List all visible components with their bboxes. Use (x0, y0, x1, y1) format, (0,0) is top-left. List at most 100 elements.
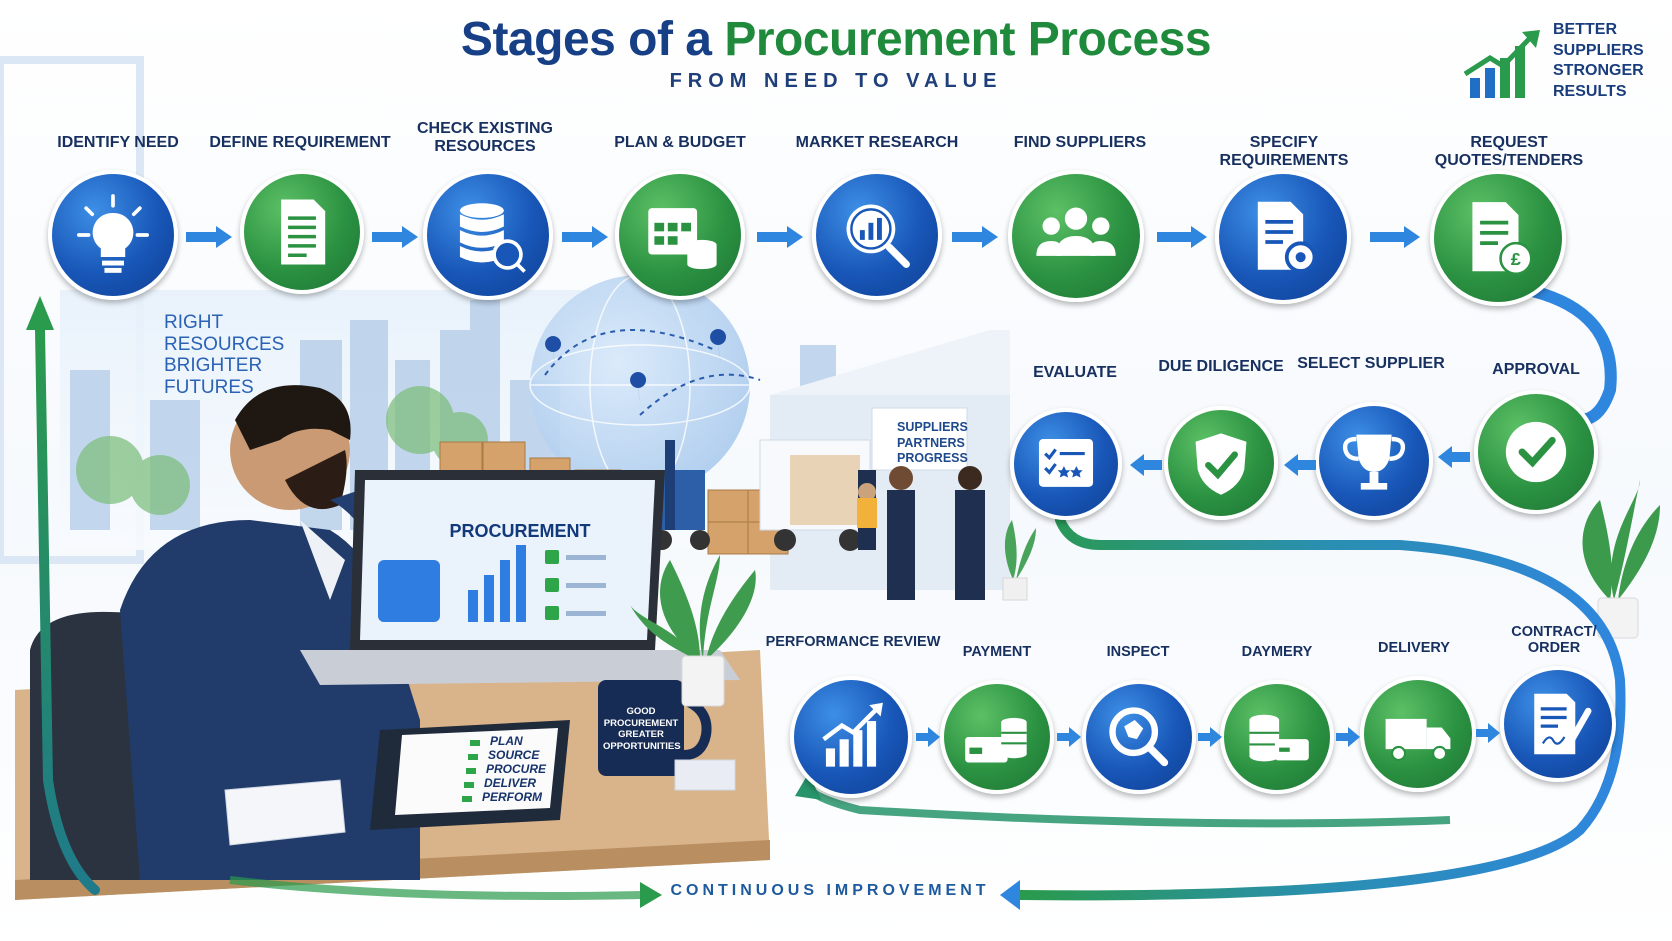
arrow-left-icon (1438, 446, 1470, 468)
stage-delivery[interactable] (1360, 676, 1476, 792)
svg-text:£: £ (1511, 249, 1521, 269)
stage-label: REQUEST QUOTES/TENDERS (1434, 134, 1584, 169)
arrow-right-icon (1057, 727, 1081, 747)
arrow-right-icon (1157, 226, 1207, 248)
check-icon (1505, 421, 1567, 483)
stage-approval[interactable] (1474, 390, 1598, 514)
mug-line: OPPORTUNITIES (603, 740, 681, 752)
slogan-line: RESOURCES (164, 333, 285, 355)
stage-contract-order[interactable] (1500, 666, 1616, 782)
checklist-item: PLAN (490, 734, 523, 748)
stage-due-diligence[interactable] (1164, 406, 1278, 520)
checklist-item: SOURCE (488, 748, 540, 762)
stage-select-supplier[interactable] (1315, 402, 1433, 520)
stage-label: CHECK EXISTING RESOURCES (416, 120, 553, 155)
stage-find-suppliers[interactable] (1008, 170, 1144, 302)
stage-payment[interactable] (940, 680, 1054, 794)
title-part1: Stages of a (460, 13, 712, 66)
continuous-improvement-label: CONTINUOUS IMPROVEMENT (670, 882, 990, 899)
sign-line: SUPPLIERS (897, 420, 968, 434)
stage-define-requirement[interactable] (240, 170, 364, 294)
mug-line: PROCUREMENT (603, 717, 679, 729)
contract-pen-icon (1534, 693, 1592, 755)
trophy-icon (1342, 434, 1406, 490)
bar-chart-up-icon (822, 702, 883, 767)
arrow-right-icon (372, 226, 418, 248)
truck-icon (1385, 718, 1451, 761)
title-part2: Procurement Process (724, 13, 1212, 66)
mug-line: GOOD (626, 706, 656, 717)
stage-daymery[interactable] (1220, 680, 1334, 794)
arrow-left-icon (1130, 454, 1162, 476)
rating-form-icon (1038, 439, 1094, 487)
document-icon (281, 199, 326, 265)
page-title: Stages of a Procurement Process (0, 12, 1672, 68)
corner-line: SUPPLIERS (1553, 41, 1644, 59)
stage-inspect[interactable] (1082, 680, 1196, 794)
stage-label: FIND SUPPLIERS (1013, 134, 1147, 151)
arrow-right-icon (952, 226, 998, 248)
stage-label: DUE DILIGENCE (1158, 358, 1284, 375)
stage-performance-review[interactable] (790, 676, 912, 798)
checklist-item: PROCURE (486, 762, 547, 776)
stage-plan-budget[interactable] (615, 170, 745, 300)
stage-label: PERFORMANCE REVIEW (765, 634, 941, 650)
magnifier-chart-icon (846, 204, 910, 268)
slogan-line: FUTURES (164, 376, 254, 398)
sign-line: PARTNERS (897, 435, 965, 450)
document-gear-icon (1257, 201, 1317, 273)
arrow-right-icon (1370, 226, 1420, 248)
database-icon (459, 203, 526, 273)
stage-label: SELECT SUPPLIER (1297, 355, 1445, 372)
card-coins-icon (965, 717, 1027, 763)
people-icon (1036, 207, 1116, 256)
checklist-item: DELIVER (484, 776, 537, 790)
stage-market-research[interactable] (812, 170, 942, 300)
arrow-left-icon (1284, 454, 1316, 476)
stage-evaluate[interactable] (1010, 408, 1122, 520)
document-pound-icon: £ (1472, 202, 1533, 276)
stage-label: APPROVAL (1492, 361, 1580, 378)
inspect-magnifier-icon (1109, 707, 1169, 767)
side-slogan: RIGHT RESOURCES BRIGHTER FUTURES (164, 312, 284, 398)
laptop-title: PROCUREMENT (449, 521, 591, 541)
arrow-right-icon (186, 226, 232, 248)
lightbulb-icon (77, 194, 149, 273)
stage-label: SPECIFY REQUIREMENTS (1219, 134, 1349, 169)
arrow-right-icon (1476, 723, 1500, 743)
calendar-coins-icon (648, 208, 717, 270)
warehouse-sign: SUPPLIERS PARTNERS PROGRESS (897, 420, 968, 467)
slogan-line: BRIGHTER (164, 355, 263, 376)
checklist: PLAN SOURCE PROCURE DELIVER PERFORM (482, 734, 546, 804)
stage-label: INSPECT (1106, 644, 1170, 660)
stage-check-resources[interactable] (423, 170, 553, 300)
corner-badge: BETTER SUPPLIERS STRONGER RESULTS (1553, 20, 1644, 102)
stage-label: DAYMERY (1241, 644, 1313, 660)
arrow-right-icon (916, 727, 940, 747)
mug-text: GOOD PROCUREMENT GREATER OPPORTUNITIES (603, 706, 681, 752)
corner-line: BETTER (1553, 21, 1617, 38)
shield-check-icon (1195, 433, 1247, 495)
growth-chart-icon (1463, 30, 1540, 98)
arrow-right-icon (757, 226, 803, 248)
stage-label: PAYMENT (962, 644, 1032, 660)
page-subtitle: FROM NEED TO VALUE (669, 70, 1003, 92)
stage-specify-requirements[interactable] (1215, 170, 1351, 304)
stage-label: PLAN & BUDGET (614, 134, 746, 151)
arrow-right-icon (1336, 727, 1360, 747)
stage-label: DEFINE REQUIREMENT (209, 134, 391, 151)
coins-card-icon (1249, 714, 1309, 762)
corner-line: STRONGER (1553, 62, 1644, 79)
stage-label: CONTRACT/ ORDER (1511, 624, 1597, 656)
sign-line: PROGRESS (897, 451, 968, 465)
stage-request-quotes[interactable]: £ (1430, 170, 1566, 306)
stage-label: MARKET RESEARCH (795, 134, 959, 151)
arrow-right-icon (1198, 727, 1222, 747)
corner-line: RESULTS (1553, 82, 1627, 100)
mug-line: GREATER (618, 729, 664, 740)
checklist-item: PERFORM (482, 790, 542, 804)
stage-identify-need[interactable] (48, 170, 178, 300)
arrow-right-icon (562, 226, 608, 248)
